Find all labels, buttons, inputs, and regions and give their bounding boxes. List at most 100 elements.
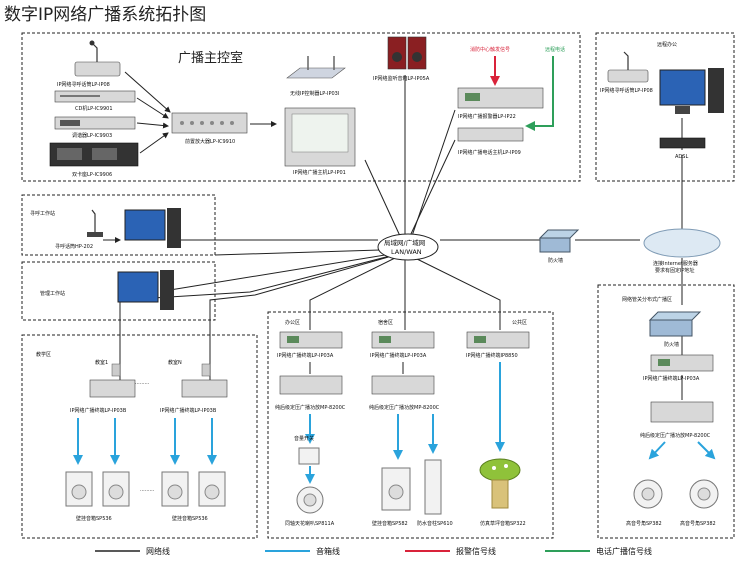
teaching-term2-label: IP网络广播终端LP-IP03B	[160, 407, 217, 414]
paging-mic-device[interactable]	[74, 40, 121, 77]
legend: 网络线 音箱线 报警信号线 电话广播信号线	[95, 546, 652, 556]
broadcast-host-device[interactable]	[284, 107, 356, 167]
firewall-icon	[538, 229, 580, 253]
phone-signal-label: 远程电话	[545, 46, 565, 53]
column-speaker-icon	[424, 459, 442, 515]
office-terminal-device[interactable]	[279, 331, 343, 349]
horn2-label: 高音号角SP382	[680, 520, 716, 527]
paging-station-mic-icon	[87, 209, 103, 237]
office-amp-device[interactable]	[279, 375, 343, 395]
tuner-label: 调谐器LP-IC9903	[72, 132, 112, 139]
broadcast-host-label: IP网络广播主机LP-IP01	[293, 169, 346, 176]
teaching-terminal-1[interactable]	[89, 363, 136, 398]
admin-station-zone	[21, 261, 216, 321]
remote-office-zone	[595, 32, 735, 182]
remote-firewall-icon	[648, 311, 702, 337]
office-terminal-label: IP网络广播终端LP-IP03A	[277, 352, 334, 359]
wireless-controller-device[interactable]	[286, 56, 346, 79]
paging-station-pc-icon[interactable]	[124, 208, 181, 248]
areas-zone	[267, 311, 554, 539]
cd-player-label: CD机LP-IC9901	[75, 105, 113, 112]
control-room-zone	[21, 32, 581, 182]
teaching-terminal-2[interactable]	[181, 363, 228, 398]
area-dorm-title: 宿舍区	[378, 319, 393, 326]
teaching-spk1-label: 壁挂音箱SP536	[76, 515, 112, 522]
teaching-dots: ·········	[135, 381, 150, 387]
cloud-label-2: 要求有固定IP地址	[655, 267, 695, 274]
alarm-signal-label: 消防中心触发信号	[470, 46, 510, 53]
lawn-speaker-label: 仿真草坪音箱SP322	[480, 520, 526, 527]
dorm-amp-device[interactable]	[371, 375, 435, 395]
paging-station-mic-label: 寻呼话筒HP-202	[55, 243, 93, 250]
legend-alarm: 报警信号线	[456, 546, 496, 556]
dorm-terminal-label: IP网络广播终端LP-IP03A	[370, 352, 427, 359]
teaching-room1: 教室1	[95, 359, 108, 366]
legend-telephone: 电话广播信号线	[596, 546, 652, 556]
cd-player-device[interactable]	[54, 90, 136, 103]
lan-label-cn: 局域网/广域网	[384, 238, 425, 247]
remote-office-title: 远程办公	[657, 41, 677, 48]
diagram-title: 数字IP网络广播系统拓扑图	[4, 5, 206, 25]
horn-speaker-icon	[633, 479, 719, 509]
wireless-controller-label: 无线IP控制器LP-IP03I	[290, 90, 339, 97]
adsl-label: ADSL	[675, 154, 688, 160]
teaching-spk2-label: 壁挂音箱SP536	[172, 515, 208, 522]
cassette-deck-label: 双卡座LP-IC9906	[72, 171, 112, 178]
cassette-deck-device[interactable]	[49, 142, 139, 167]
internet-cloud-icon	[643, 228, 721, 258]
dorm-wall-speaker-icon	[381, 467, 411, 511]
area-park-title: 公共区	[512, 319, 527, 326]
lan-wan-hub	[377, 233, 439, 261]
admin-station-title: 管理工作站	[40, 290, 65, 297]
dorm-amp-label: 纯后级定压广播功放MP-8200C	[369, 404, 440, 411]
remote-terminal-device[interactable]	[650, 354, 714, 372]
remote-amp-label: 纯后级定压广播功放MP-8200C	[640, 432, 711, 439]
dorm-terminal-device[interactable]	[371, 331, 435, 349]
remote-campus-title: 网络管关分布式广播区	[622, 296, 672, 303]
firewall-label: 防火墙	[548, 257, 563, 264]
monitor-speaker-device[interactable]	[387, 36, 427, 70]
teaching-wall-speaker-icon	[65, 471, 226, 507]
lawn-speaker-icon	[479, 458, 521, 509]
park-terminal-label: IP网络广播终端IP8850	[466, 352, 518, 359]
ceiling-speaker-label: 同轴天花喇叭SP811A	[285, 520, 335, 527]
paging-station-zone	[21, 194, 216, 256]
remote-terminal-label: IP网络广播终端LP-IP03A	[643, 375, 700, 382]
remote-mic-label: IP网络寻呼话筒LP-IP08	[600, 87, 653, 94]
network-lines	[119, 75, 683, 400]
remote-firewall-label: 防火墙	[664, 341, 679, 348]
wall-speaker-label: 壁挂音箱SP582	[372, 520, 408, 527]
remote-campus-zone	[597, 284, 735, 539]
monitor-speaker-label: IP网络监听音箱LP-IP05A	[373, 75, 430, 82]
horn1-label: 高音号角SP382	[626, 520, 662, 527]
phone-terminal-label: IP网络广播电话主机LP-IP09	[458, 149, 521, 156]
alarm-terminal-device[interactable]	[457, 87, 544, 109]
paging-mic-label: IP网络寻呼话筒LP-IP08	[57, 81, 110, 88]
adsl-modem-device[interactable]	[659, 137, 706, 149]
volume-switch-icon	[298, 447, 320, 465]
alarm-terminal-label: IP网络广播报警器LP-IP22	[458, 113, 516, 120]
column-speaker-label: 防水音柱SP610	[417, 520, 453, 527]
remote-mic-device[interactable]	[607, 51, 649, 83]
legend-network: 网络线	[146, 546, 170, 556]
office-amp-label: 纯后级定压广播功放MP-8200C	[275, 404, 346, 411]
park-terminal-device[interactable]	[466, 331, 530, 349]
volume-switch-label: 音量开关	[294, 435, 314, 442]
admin-station-pc-icon[interactable]	[117, 270, 174, 310]
teaching-term1-label: IP网络广播终端LP-IP03B	[70, 407, 127, 414]
teaching-roomN: 教室N	[168, 359, 182, 366]
teaching-title: 教学区	[36, 351, 51, 358]
remote-pc-icon	[659, 68, 724, 114]
paging-station-title: 寻呼工作站	[30, 210, 55, 217]
remote-amp-device[interactable]	[650, 401, 714, 423]
phone-terminal-device[interactable]	[457, 127, 524, 142]
premix-amp-label: 前置放大器LP-IC9910	[185, 138, 235, 145]
teaching-speaker-dots: ·········	[140, 488, 155, 494]
premix-amp-device[interactable]	[171, 112, 248, 134]
tuner-device[interactable]	[54, 116, 136, 130]
control-room-title: 广播主控室	[178, 50, 243, 66]
teaching-zone	[21, 334, 258, 539]
legend-speaker: 音箱线	[316, 546, 340, 556]
lan-label-en: LAN/WAN	[391, 248, 422, 256]
